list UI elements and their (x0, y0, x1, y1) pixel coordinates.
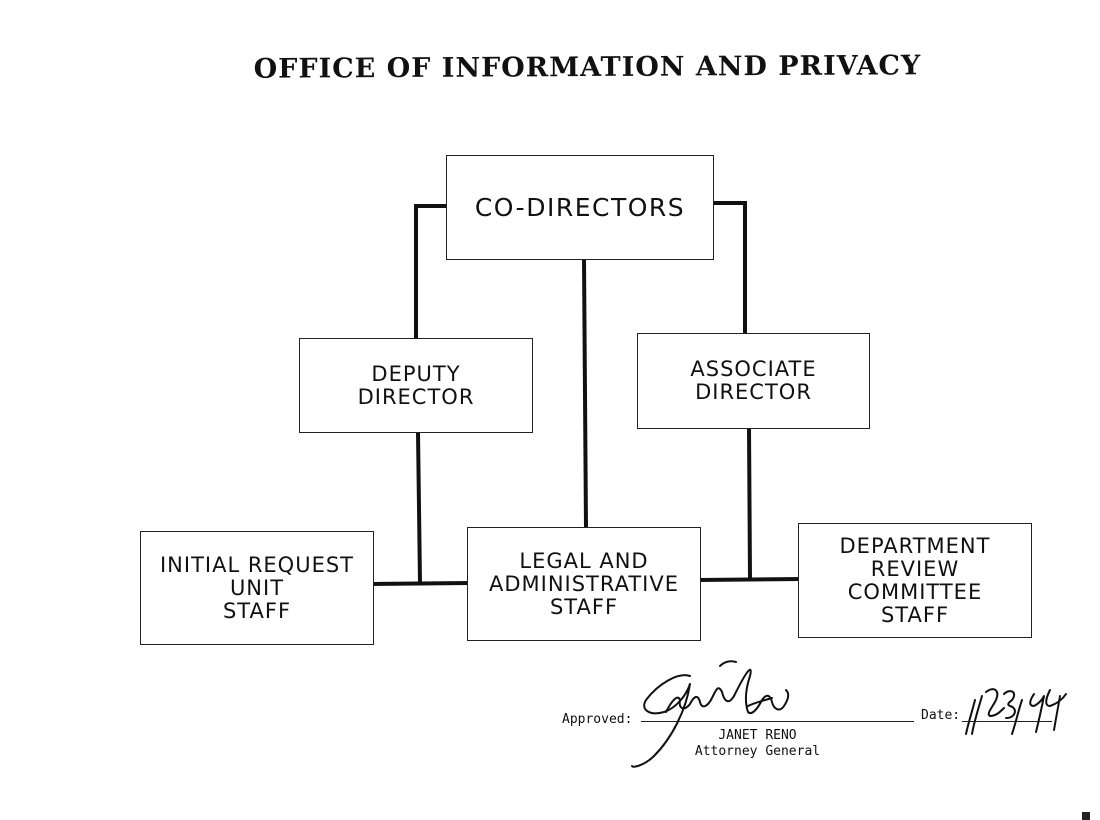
box-label-line: STAFF (880, 602, 950, 627)
box-label-line: UNIT (229, 575, 285, 600)
box-label-line: ASSOCIATE (690, 357, 817, 381)
connector-codir-legal (581, 256, 589, 532)
connector-codir-deputy (414, 204, 449, 342)
approved-label: Approved: (562, 712, 633, 727)
signer-block: JANET RENO Attorney General (675, 728, 840, 760)
box-label-line: REVIEW (870, 556, 960, 581)
date-line (962, 721, 1052, 722)
connector-deputy-down (415, 429, 423, 586)
box-label-line: COMMITTEE (847, 579, 983, 604)
box-label-line: STAFF (549, 594, 619, 619)
box-label-line: DEPARTMENT (839, 533, 991, 558)
box-label-line: LEGAL AND (519, 548, 649, 573)
box-associate-director: ASSOCIATE DIRECTOR (637, 333, 870, 429)
box-label-line: DIRECTOR (357, 384, 475, 409)
box-initial-request-unit-staff: INITIAL REQUEST UNIT STAFF (140, 531, 374, 645)
signer-title: Attorney General (694, 744, 821, 759)
scan-edge-mark (1082, 812, 1090, 820)
box-deputy-director: DEPUTY DIRECTOR (299, 338, 533, 433)
connector-initial-legal (369, 580, 471, 587)
box-label-line: DEPUTY (371, 361, 461, 386)
box-label-line: STAFF (222, 598, 292, 623)
box-label-line: INITIAL REQUEST (159, 552, 355, 577)
box-label-line: DIRECTOR (695, 380, 812, 404)
signature-line (641, 721, 914, 722)
box-legal-administrative-staff: LEGAL AND ADMINISTRATIVE STAFF (467, 527, 701, 641)
box-label-line: CO-DIRECTORS (474, 193, 686, 222)
signer-name: JANET RENO (718, 728, 797, 743)
connector-legal-department (696, 576, 802, 583)
date-label: Date: (921, 708, 961, 723)
box-label-line: ADMINISTRATIVE (488, 571, 680, 596)
connector-codir-associate (710, 201, 747, 337)
box-department-review-committee-staff: DEPARTMENT REVIEW COMMITTEE STAFF (798, 523, 1032, 638)
box-co-directors: CO-DIRECTORS (446, 155, 714, 260)
connector-associate-down (746, 425, 753, 582)
